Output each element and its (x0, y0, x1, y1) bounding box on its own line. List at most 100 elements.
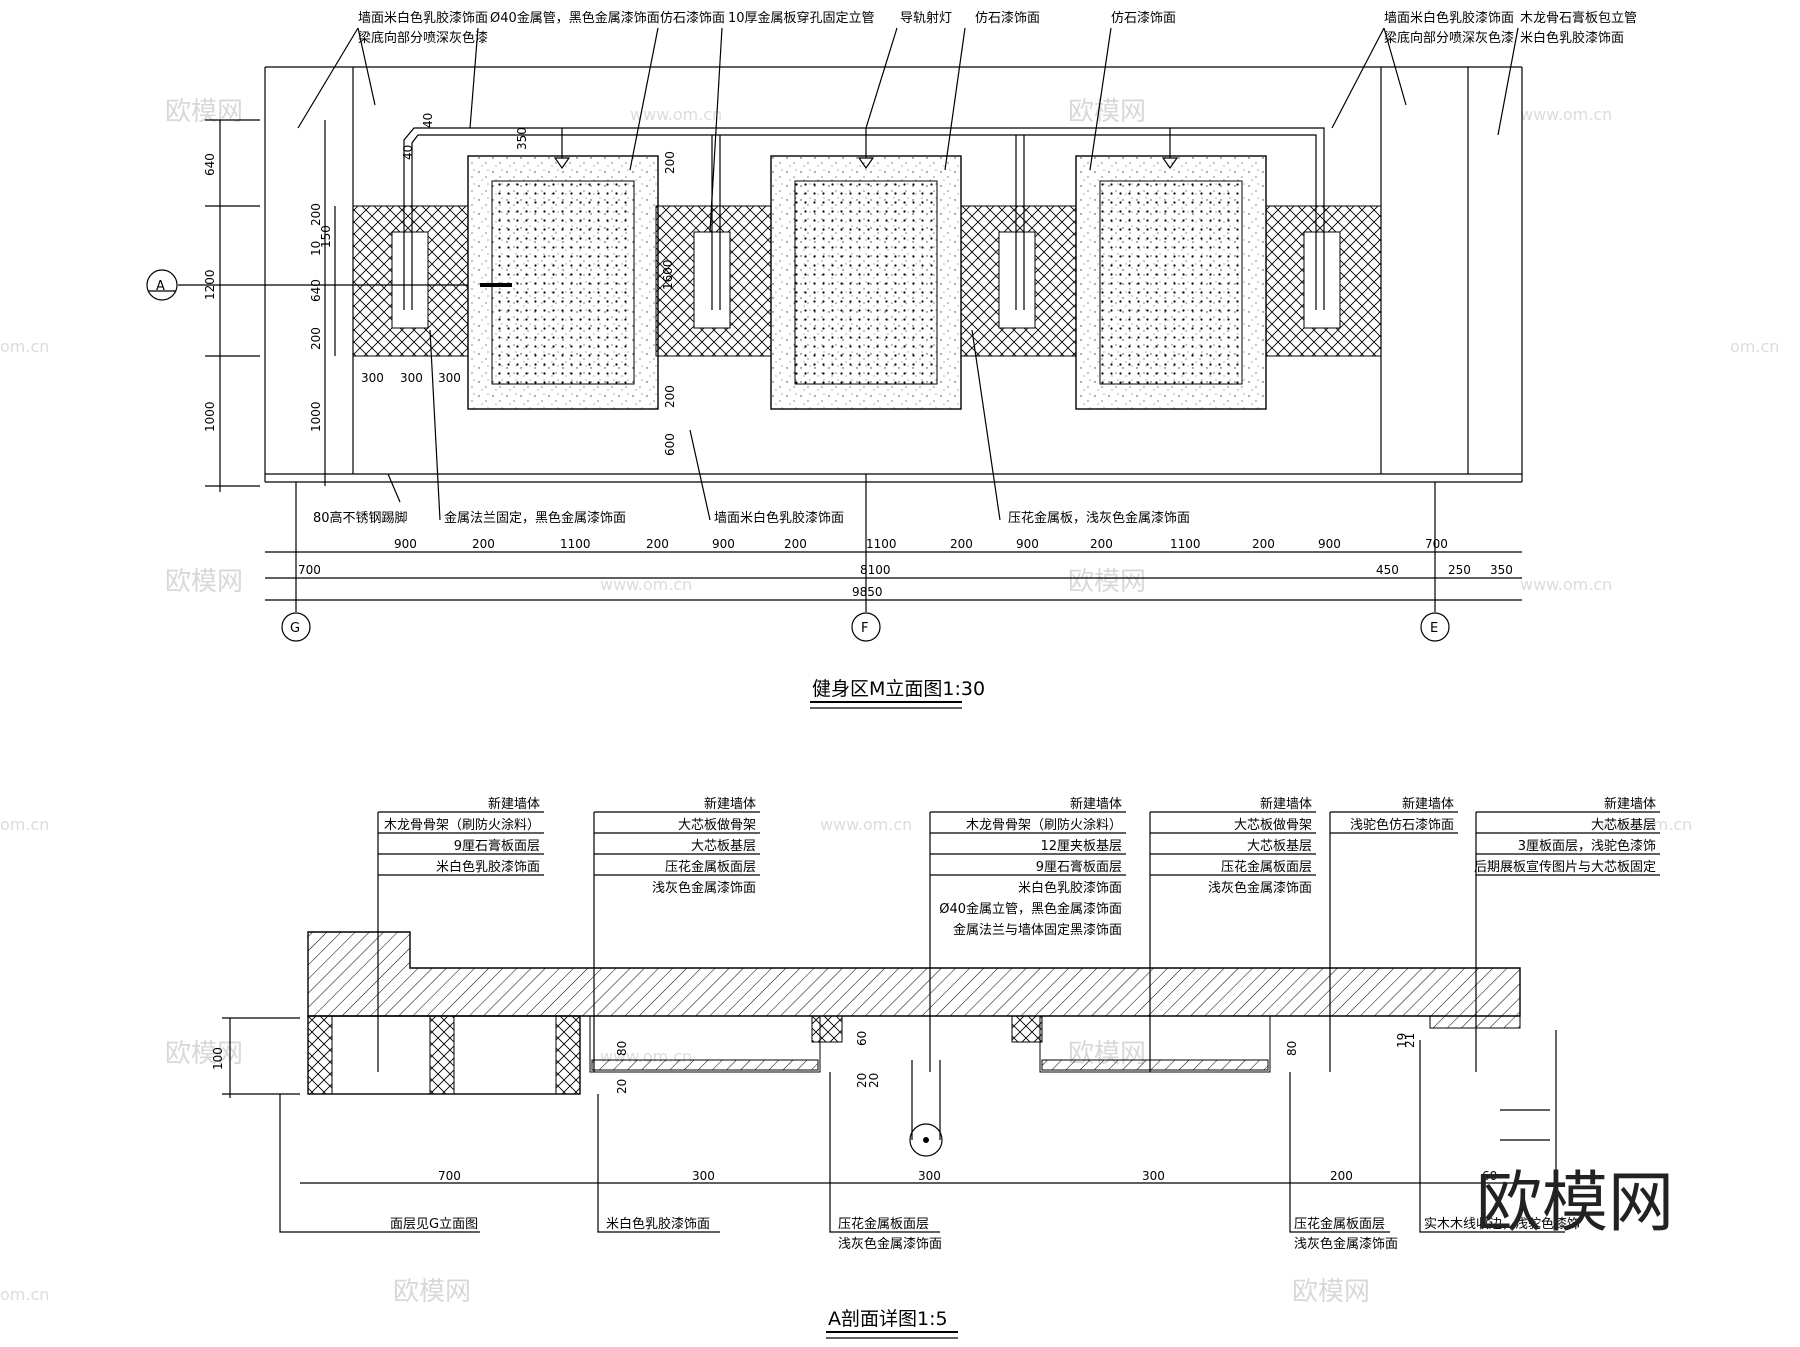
dim-row1: 900 (1016, 537, 1039, 551)
dim-left: 200 (309, 327, 323, 350)
section-drawing (222, 811, 1660, 1339)
dim-row1: 200 (950, 537, 973, 551)
sec-vdim: 80 (1285, 1041, 1299, 1056)
dim-left: 640 (309, 279, 323, 302)
sec-vdim: 20 (615, 1079, 629, 1094)
watermark-url: www.om.cn (1600, 815, 1692, 834)
dim-row1: 200 (472, 537, 495, 551)
dim-row1: 1100 (866, 537, 897, 551)
note-top-3: 仿石漆饰面 (660, 10, 725, 26)
dim-small: 600 (663, 433, 677, 456)
sec-dim: 700 (438, 1169, 461, 1183)
dim-left: 1000 (309, 401, 323, 432)
sec-vdim: 20 (855, 1073, 869, 1088)
sec-bottom-6: 浅灰色金属漆饰面 (1294, 1236, 1398, 1252)
watermark-url: www.om.cn (1520, 105, 1612, 124)
dim-row1: 1100 (560, 537, 591, 551)
dim-total: 9850 (852, 585, 883, 599)
sec-top-note: 新建墙体 (1402, 796, 1454, 812)
sec-top-note: 大芯板基层 (1591, 818, 1656, 833)
sec-top-note: 12厘夹板基层 (1040, 839, 1122, 854)
dim-left: 200 (309, 203, 323, 226)
dim-sub: 300 (400, 371, 423, 385)
dim-left: 1000 (203, 401, 217, 432)
note-top-9a: 木龙骨石膏板包立管 (1520, 10, 1637, 26)
section-title: A剖面详图1:5 (828, 1308, 948, 1330)
elevation-dimensions: 900 200 1100 200 900 200 1100 200 900 200 1100 200 9… (203, 113, 1513, 599)
watermark-brand: 欧模网 (393, 1277, 471, 1307)
brand-logo: 欧模网 (1476, 1164, 1674, 1241)
sec-top-note: 浅灰色金属漆饰面 (1208, 880, 1312, 896)
sec-top-note: 米白色乳胶漆饰面 (1018, 880, 1122, 896)
sec-top-note: 压花金属板面层 (1221, 859, 1312, 875)
dim-row1: 200 (784, 537, 807, 551)
note-bottom-1: 80高不锈钢踢脚 (313, 510, 408, 526)
dim-row1: 900 (712, 537, 735, 551)
dim-row2: 450 (1376, 563, 1399, 577)
sec-vdim: 20 (867, 1073, 881, 1088)
watermark-brand: 欧模网 (165, 97, 243, 127)
sec-top-note: 新建墙体 (488, 796, 540, 812)
dim-sub: 300 (438, 371, 461, 385)
dim-small: 40 (421, 113, 435, 128)
dim-small: 200 (663, 151, 677, 174)
sec-vdim: 80 (615, 1041, 629, 1056)
dim-row1: 900 (394, 537, 417, 551)
elevation-title: 健身区M立面图1:30 (812, 678, 985, 700)
axis-e: E (1430, 621, 1438, 636)
dim-row1: 900 (1318, 537, 1341, 551)
dim-small: 1600 (661, 259, 675, 290)
sec-vdim: 19 (1395, 1033, 1409, 1048)
dim-row2: 700 (298, 563, 321, 577)
elevation-text: 墙面米白色乳胶漆饰面 梁底向部分喷深灰色漆 Ø40金属管，黑色金属漆饰面 仿石漆… (156, 10, 1637, 700)
sec-bottom-1: 面层见G立面图 (390, 1217, 478, 1232)
dim-row2: 350 (1490, 563, 1513, 577)
sec-top-note: 新建墙体 (1604, 796, 1656, 812)
sec-dim: 200 (1330, 1169, 1353, 1183)
sec-top-note: 大芯板做骨架 (678, 818, 756, 833)
watermark-url: www.om.cn (1520, 575, 1612, 594)
note-top-1a: 墙面米白色乳胶漆饰面 (358, 10, 488, 26)
sec-top-note: 9厘石膏板面层 (1036, 859, 1122, 875)
dim-row1: 1100 (1170, 537, 1201, 551)
note-bottom-3: 墙面米白色乳胶漆饰面 (714, 510, 844, 526)
sec-top-note: 新建墙体 (1260, 796, 1312, 812)
sec-top-note: 3厘板面层，浅驼色漆饰 (1518, 838, 1656, 854)
dim-row1: 200 (1090, 537, 1113, 551)
sec-top-note: 大芯板做骨架 (1234, 818, 1312, 833)
sec-top-note: 新建墙体 (1070, 796, 1122, 812)
sec-vdim: 100 (211, 1047, 225, 1070)
note-top-5: 导轨射灯 (900, 10, 952, 26)
dim-small: 350 (515, 127, 529, 150)
watermark-url: om.cn (0, 1285, 49, 1304)
dim-row2: 250 (1448, 563, 1471, 577)
dim-left: 1200 (203, 269, 217, 300)
note-top-8a: 墙面米白色乳胶漆饰面 (1384, 10, 1514, 26)
dim-row1: 700 (1425, 537, 1448, 551)
watermark-brand: 欧模网 (165, 567, 243, 597)
sec-top-note: 浅驼色仿石漆饰面 (1350, 817, 1454, 833)
sec-top-note: 大芯板基层 (691, 839, 756, 854)
watermark-url: www.om.cn (820, 815, 912, 834)
note-top-7: 仿石漆饰面 (1111, 10, 1176, 26)
watermark-url: www.om.cn (600, 575, 692, 594)
sec-top-note: 浅灰色金属漆饰面 (652, 880, 756, 896)
dim-small: 40 (401, 145, 415, 160)
sec-vdim: 21 (1403, 1033, 1417, 1048)
note-top-1b: 梁底向部分喷深灰色漆 (358, 30, 488, 46)
dim-row1: 200 (646, 537, 669, 551)
watermark-brand: 欧模网 (1068, 567, 1146, 597)
sec-dim: 300 (692, 1169, 715, 1183)
sec-dim: 300 (918, 1169, 941, 1183)
sec-bottom-3: 压花金属板面层 (838, 1216, 929, 1232)
dim-small: 200 (663, 385, 677, 408)
watermark-url: om.cn (0, 815, 49, 834)
sec-top-note: 木龙骨骨架（刷防火涂料） (966, 817, 1122, 833)
sec-top-note: 大芯板基层 (1247, 839, 1312, 854)
sec-bottom-5: 压花金属板面层 (1294, 1216, 1385, 1232)
note-top-2: Ø40金属管，黑色金属漆饰面 (490, 10, 660, 26)
